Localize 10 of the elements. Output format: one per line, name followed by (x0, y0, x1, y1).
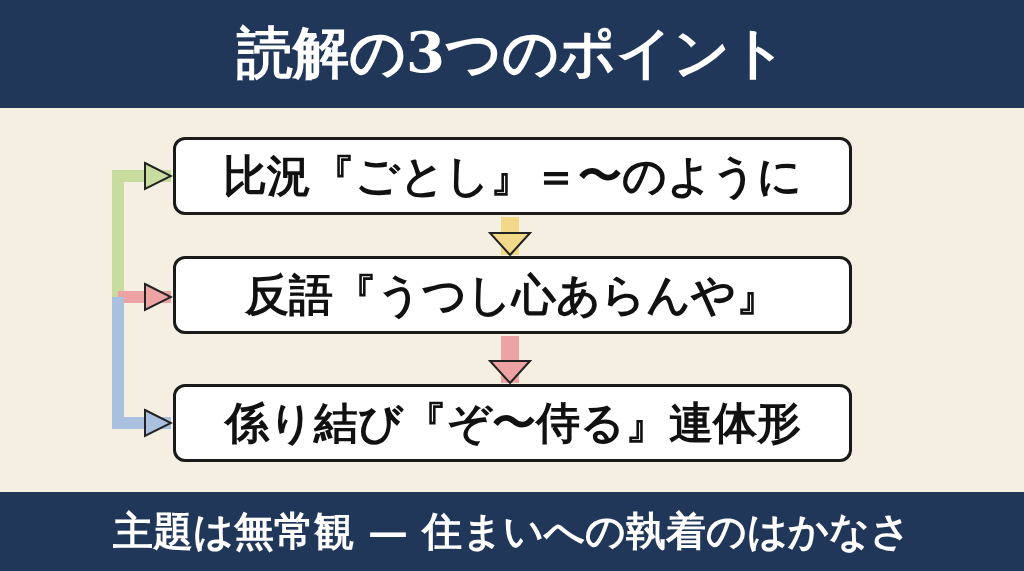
arrow (112, 297, 172, 437)
step-box: 係り結び『ぞ〜侍る』連体形 (173, 384, 852, 462)
arrow (112, 162, 172, 297)
arrow (489, 217, 531, 256)
title: 読解の3つのポイント (237, 18, 787, 87)
caption: 主題は無常観 — 住まいへの執着のはかなさ (113, 506, 911, 556)
step-box: 比況『ごとし』＝〜のように (173, 137, 852, 215)
step-box: 反語『うつし心あらんや』 (173, 256, 852, 334)
arrow (118, 283, 172, 311)
arrow (489, 336, 531, 384)
